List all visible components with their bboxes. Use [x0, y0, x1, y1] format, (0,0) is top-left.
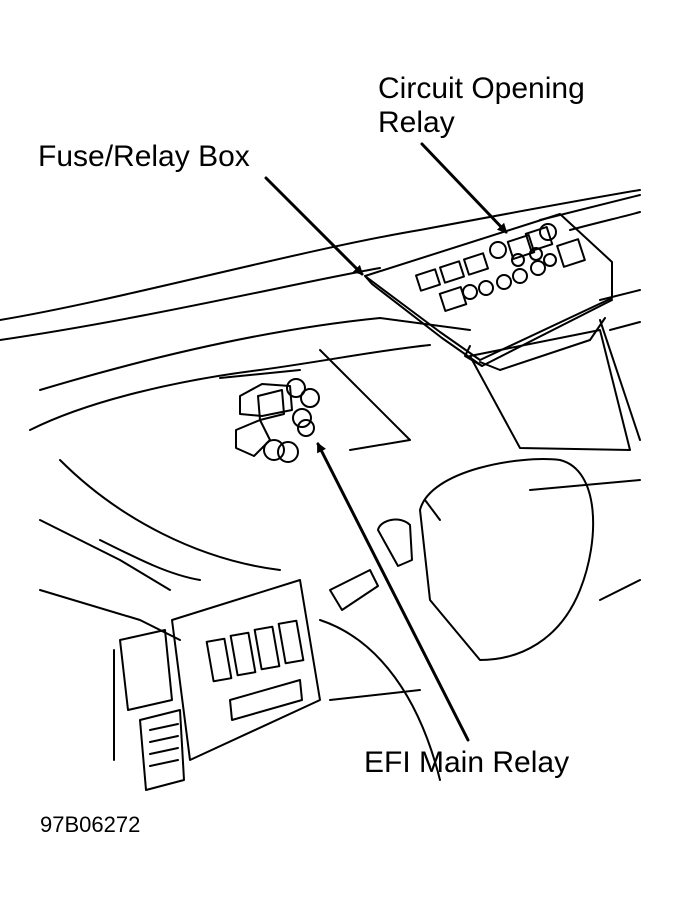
efi-relay-cluster [235, 378, 320, 463]
dash-lower-lip [39, 589, 181, 641]
fuse-relay-box-label: Fuse/Relay Box [38, 140, 250, 173]
switch-panel-slot [229, 679, 303, 721]
left-vent-lower [139, 709, 185, 791]
stalk-2 [329, 569, 379, 611]
efi-main-relay-label: EFI Main Relay [364, 746, 570, 779]
dash-ridge [39, 317, 471, 391]
dash-ridge-2 [29, 344, 431, 431]
efi-main-relay-arrow [316, 442, 470, 742]
dash-right-line [599, 289, 641, 301]
dash-top-edge [0, 189, 641, 321]
dash-cutout-2 [219, 369, 301, 379]
steering-column [424, 499, 441, 521]
switch-panel-buttons [205, 619, 305, 683]
dash-lower-curve [59, 459, 281, 571]
circuit-opening-relay-label-line1: Circuit Opening [378, 72, 585, 105]
circuit-opening-relay-arrow [420, 142, 508, 234]
right-panel-edge [599, 319, 641, 441]
dash-right-line-2 [609, 321, 641, 331]
left-vent-slats [149, 723, 179, 767]
circuit-opening-relay-label: Circuit Opening Relay [378, 72, 585, 140]
dash-cutout [319, 349, 411, 451]
left-vent-frame [119, 629, 173, 711]
fuse-box-arrow [264, 176, 364, 276]
lower-console [329, 689, 421, 701]
dash-lower-curve-2 [99, 539, 201, 581]
figure-id: 97B06272 [40, 812, 141, 837]
dash-right-lower [529, 479, 641, 491]
dash-left-edge [39, 519, 171, 591]
stalk [377, 518, 413, 567]
circuit-opening-relay-label-line2: Relay [378, 106, 455, 139]
fuse-box-relays [415, 223, 586, 312]
fuse-box-lower [464, 345, 483, 367]
dash-top-edge-2 [0, 267, 381, 341]
switch-panel-frame [171, 579, 321, 761]
dash-right-lower-2 [599, 579, 641, 601]
windshield-line-2 [569, 211, 641, 231]
fuse-box-bracket [479, 317, 606, 371]
right-panel [469, 329, 631, 451]
fuse-box-panel [364, 213, 613, 361]
steering-shroud [419, 458, 595, 661]
knee-bolster [319, 619, 441, 781]
